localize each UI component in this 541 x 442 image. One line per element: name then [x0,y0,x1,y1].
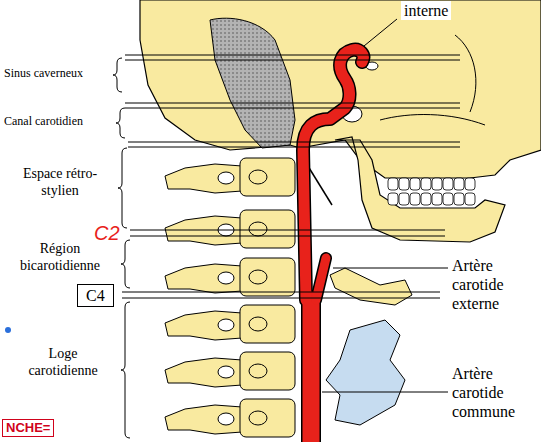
tooth [399,178,409,190]
bullet-dot [5,327,11,333]
tooth [443,178,453,190]
vertebra [165,352,295,390]
tooth [443,193,453,205]
artery-outline [301,300,321,442]
tooth [465,178,475,190]
vertebra [165,399,295,437]
curly-brace [113,58,122,92]
vertebra [165,158,295,196]
tooth [388,193,398,205]
level-line [128,142,460,143]
level-line [125,55,460,56]
mandible [335,137,505,242]
tooth [410,178,420,190]
node-text: C4 [86,286,105,305]
level-line [125,103,460,104]
leader-line [333,268,448,269]
internal-carotid [303,50,363,300]
node-text: NCHE= [6,420,50,436]
vertebra [165,258,295,296]
braces [113,58,130,438]
leader-line [322,392,448,393]
teeth [388,178,475,205]
carotid-artery [303,50,363,442]
level-line [122,298,440,299]
external-carotid [316,258,326,300]
artery-label: Artère carotide commune [452,364,534,422]
curly-brace [121,240,130,288]
tooth [388,178,398,190]
artery-label: Artère carotide externe [452,256,526,314]
vertebra [165,305,295,343]
curly-brace [116,108,125,138]
common-carotid [303,300,320,442]
level-line [128,147,460,148]
handwritten-note: C2 [94,221,120,245]
level-lines [122,55,460,298]
curly-brace [118,148,127,228]
thyroid-cartilage [326,320,405,425]
orbit-rim [455,35,476,112]
tooth [410,193,420,205]
leader-lines [322,19,448,392]
artery-label: interne [401,1,451,20]
tooth [454,178,464,190]
curly-brace [121,302,130,438]
level-box: C4 [77,284,114,307]
tooth [399,193,409,205]
vertebra [165,210,295,248]
tooth [432,193,442,205]
tooth [465,193,475,205]
tooth [421,178,431,190]
region-label: Espace rétro- stylien [8,166,112,200]
tooth [421,193,431,205]
temporal-bone [210,18,295,148]
level-line [130,236,445,237]
note-box: NCHE= [2,419,54,437]
artery-outline [316,258,326,300]
skull [140,0,541,178]
level-line [125,60,460,61]
level-line [122,292,440,293]
region-label: Loge carotidienne [14,346,112,380]
region-label: Région bicarotidienne [8,241,112,275]
tooth [454,193,464,205]
leader-line [364,19,397,46]
region-label: Canal carotidien [4,114,83,128]
hyoid-bone [330,268,412,305]
zygomatic-edge [380,115,485,125]
level-line [125,108,460,109]
artery-outline [303,50,363,300]
level-line [130,230,445,231]
tooth [432,178,442,190]
region-label: Sinus caverneux [4,66,83,80]
